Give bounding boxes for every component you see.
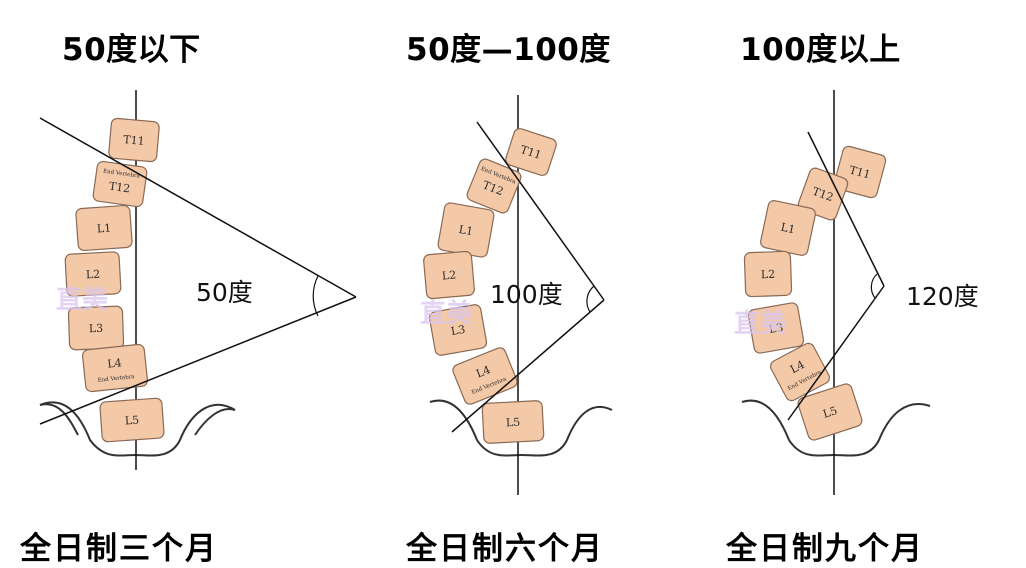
vertebra-label: T12 [108, 180, 131, 196]
vertebra-label: L1 [780, 221, 797, 237]
vertebra: L2 [423, 250, 475, 300]
vertebra-label: L5 [124, 414, 139, 428]
angle-label: 50度 [196, 278, 253, 307]
upper-tangent-line [39, 117, 357, 298]
watermark: 直美 [420, 298, 472, 329]
vertebra-label: L2 [441, 268, 456, 282]
panel-title: 50度—100度 [406, 32, 611, 68]
vertebra-label: L5 [506, 416, 521, 430]
brace-duration: 全日制六个月 [406, 531, 604, 567]
pelvis [429, 399, 613, 457]
lower-tangent-line [39, 296, 357, 425]
vertebra: L3 [747, 302, 805, 354]
vertebra: L1 [437, 202, 495, 258]
vertebra: T11 [505, 128, 557, 176]
vertebra: L1 [760, 200, 816, 256]
lower-tangent-line [787, 285, 885, 421]
angle-arc [870, 273, 878, 299]
upper-tangent-line [807, 131, 885, 287]
angle-label: 100度 [490, 280, 563, 309]
panel-title: 50度以下 [62, 32, 201, 68]
vertebra-label: T11 [848, 163, 872, 181]
panel-title: 100度以上 [740, 32, 901, 68]
angle-label: 120度 [906, 282, 979, 311]
vertebra-label: T11 [519, 143, 543, 162]
vertebra: L2 [743, 250, 793, 298]
vertebra: L5 [797, 383, 863, 441]
vertebra-label: L5 [821, 404, 839, 421]
vertebra-label: L3 [450, 323, 466, 338]
vertebra-label: L2 [761, 268, 776, 281]
vertebra: L5 [99, 397, 165, 443]
vertebra-label: L3 [768, 321, 784, 336]
vertebra: L3 [428, 304, 488, 356]
watermark: 直美 [734, 308, 786, 339]
vertebra-label: L1 [458, 223, 474, 238]
upper-tangent-line [476, 121, 605, 301]
vertebra: T11 [108, 117, 160, 163]
lower-tangent-line [451, 299, 605, 433]
angle-arc [586, 285, 595, 313]
vertebra-label: L2 [86, 268, 101, 282]
brace-duration: 全日制三个月 [20, 531, 218, 567]
watermark: 直美 [56, 284, 108, 315]
vertebra-label: T11 [123, 133, 145, 148]
vertebra-note: End Vertebra [103, 169, 141, 180]
vertebra-label: L1 [96, 222, 111, 236]
vertebra-label: L3 [89, 322, 104, 335]
vertebra: L2 [64, 251, 122, 297]
vertebra-label: L4 [474, 363, 492, 380]
brace-duration: 全日制九个月 [726, 531, 924, 567]
vertebra-note: End Vertebra [97, 374, 135, 384]
angle-arc [312, 275, 319, 317]
pelvis [39, 401, 236, 457]
vertebra: L5 [481, 400, 545, 444]
vertebra-label: L4 [788, 358, 807, 376]
vertebra-label: L4 [107, 356, 123, 370]
vertebra: L1 [75, 204, 133, 252]
